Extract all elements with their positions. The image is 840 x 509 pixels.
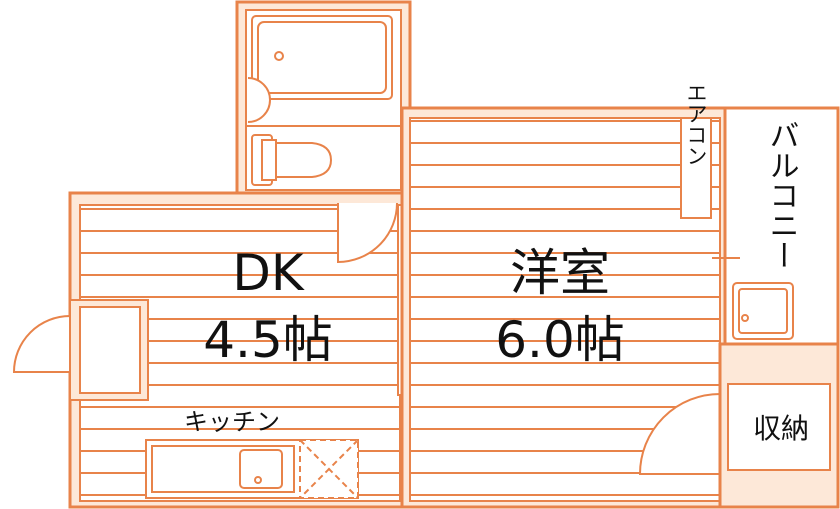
kitchen-counter <box>145 439 359 499</box>
front-door-swing-icon <box>12 314 71 373</box>
balcony <box>712 106 840 346</box>
aircon-unit <box>680 117 712 219</box>
aircon-label: エアコン <box>684 82 708 166</box>
toilet-icon <box>251 134 333 186</box>
entrance <box>12 299 149 401</box>
western-room-name: 洋室 <box>510 244 610 302</box>
balcony-label: バルコニー <box>764 120 799 270</box>
storage-label: 収納 <box>753 412 809 445</box>
dk-room-size: 4.5帖 <box>203 311 333 369</box>
kitchen-label: キッチン <box>184 408 280 436</box>
bathroom-block <box>235 0 412 197</box>
bathtub-icon <box>251 15 393 100</box>
western-room-size: 6.0帖 <box>495 311 625 369</box>
dk-room <box>12 191 412 509</box>
dk-room-name: DK <box>232 244 305 302</box>
storage <box>718 342 840 509</box>
washer-space-icon <box>732 282 794 340</box>
door-swing-icon <box>337 202 398 264</box>
sink-icon <box>239 449 283 489</box>
washbasin-icon <box>247 77 271 123</box>
closet-door-swing-icon <box>638 392 721 475</box>
western-room <box>400 106 729 509</box>
